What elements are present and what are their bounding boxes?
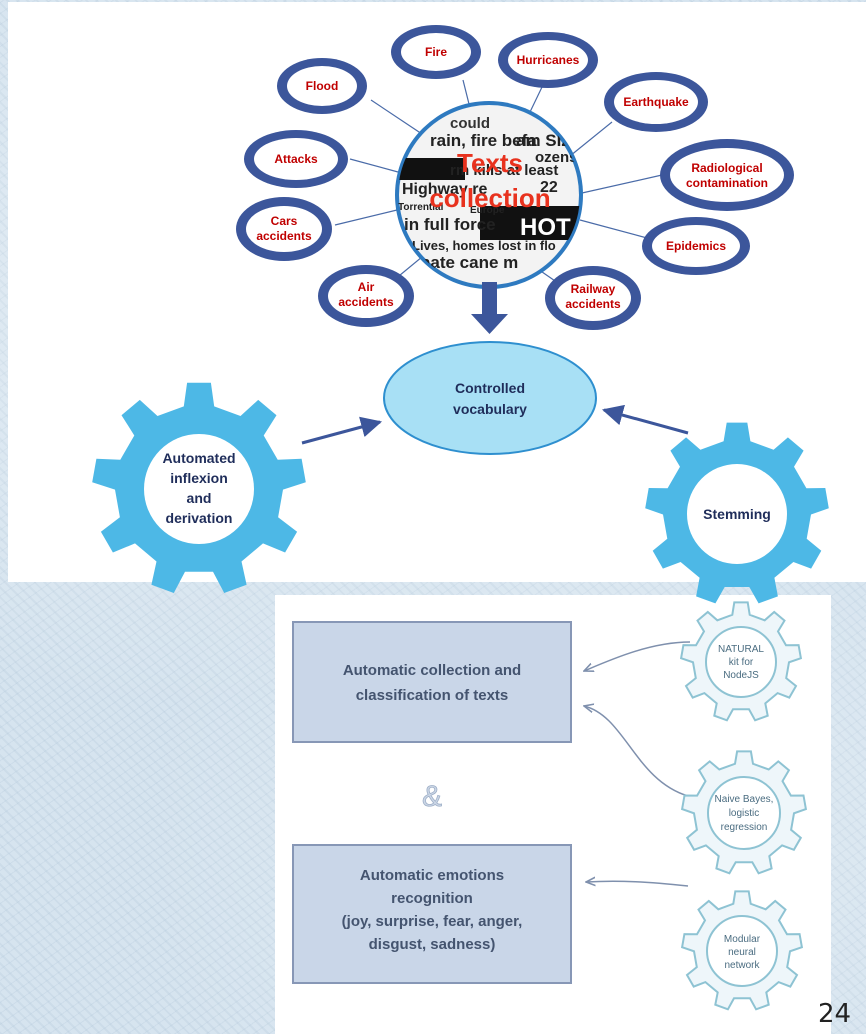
category-label: accidents	[256, 229, 312, 243]
arrow-left-gear-to-vocabulary	[301, 416, 383, 445]
category-label: contamination	[686, 176, 768, 190]
category-label: accidents	[565, 297, 621, 311]
down-arrow	[471, 282, 508, 334]
hub-bg-word: rain, fire befa	[430, 131, 537, 150]
category-attacks: Attacks	[244, 130, 348, 188]
natural-nodejs-gear: NATURAL kit for NodeJS	[679, 601, 803, 722]
hub-bg-word: HOT	[520, 214, 571, 241]
category-label: Air	[358, 280, 375, 294]
hub-bg-word: could	[450, 115, 490, 132]
category-label: Fire	[425, 45, 447, 59]
gear3-label: network	[724, 960, 760, 971]
naive-bayes-gear: Naive Bayes, logistic regression	[680, 750, 808, 875]
category-label: accidents	[338, 295, 394, 309]
gear3-label: neural	[728, 947, 756, 958]
collection-classification-box: Automatic collection and classification …	[292, 621, 572, 743]
controlled-vocabulary-label: vocabulary	[453, 401, 527, 417]
emotions-recognition-box: Automatic emotions recognition (joy, sur…	[292, 844, 572, 984]
category-air-accidents: Air accidents	[318, 265, 414, 327]
arrow-right-gear-to-vocabulary	[601, 404, 689, 435]
arrow-gear3-to-box2	[586, 881, 689, 887]
hub-bg-word: 22	[540, 179, 558, 196]
category-label: Cars	[271, 214, 298, 228]
gear-left-label: and	[187, 490, 212, 506]
category-flood: Flood	[277, 58, 367, 114]
box1-label: classification of texts	[356, 687, 509, 704]
hub-bg-word: Highway re	[402, 181, 487, 198]
newspaper-collage: could rain, fire befa am SIZE rm kills a…	[398, 115, 580, 272]
spoke-lines	[334, 79, 663, 286]
gear-left-label: Automated	[162, 450, 235, 466]
hub-title-line1: Texts	[457, 148, 523, 178]
box1-label: Automatic collection and	[343, 662, 521, 679]
category-railway-accidents: Railway accidents	[545, 266, 641, 330]
category-hurricanes: Hurricanes	[498, 32, 598, 88]
box2-label: Automatic emotions	[360, 867, 504, 884]
category-earthquake: Earthquake	[604, 72, 708, 132]
arrow-gear1-to-box1	[584, 641, 691, 671]
category-label: Flood	[306, 79, 339, 93]
ampersand: &	[422, 780, 442, 813]
category-label: Earthquake	[623, 95, 689, 109]
hub-bg-word: ozens	[535, 149, 578, 166]
category-label: Hurricanes	[517, 53, 580, 67]
category-fire: Fire	[391, 25, 481, 79]
category-label: Attacks	[274, 152, 318, 166]
hub-bg-word: Lives, homes lost in flo	[412, 238, 556, 253]
category-label: Radiological	[691, 161, 762, 175]
box2-label: disgust, sadness)	[369, 936, 496, 953]
hub-bg-word: Europe	[470, 205, 505, 216]
category-radiological: Radiological contamination	[660, 139, 794, 211]
gear1-label: kit for	[729, 657, 754, 668]
gear-left-label: inflexion	[170, 470, 228, 486]
category-cars-accidents: Cars accidents	[236, 197, 332, 261]
category-ellipses: Fire Hurricanes Flood Earthquake Attacks…	[236, 25, 794, 330]
texts-collection-hub: could rain, fire befa am SIZE rm kills a…	[395, 101, 583, 289]
hub-bg-word: Torrential	[398, 202, 444, 213]
page-number: 24	[818, 999, 852, 1029]
gear2-label: logistic	[729, 808, 760, 819]
gear-right-label: Stemming	[703, 506, 771, 522]
gear2-label: regression	[721, 822, 768, 833]
gear3-label: Modular	[724, 934, 761, 945]
box2-label: (joy, surprise, fear, anger,	[342, 913, 523, 930]
hub-bg-word: nate cane m	[420, 253, 518, 272]
box2-label: recognition	[391, 890, 473, 907]
controlled-vocabulary-node: Controlled vocabulary	[383, 341, 597, 455]
gear1-label: NodeJS	[723, 670, 759, 681]
automated-inflexion-gear: Automated inflexion and derivation	[92, 382, 306, 593]
gear1-label: NATURAL	[718, 644, 764, 655]
gear2-label: Naive Bayes,	[715, 794, 774, 805]
gear-left-label: derivation	[166, 510, 233, 526]
hub-title-line2: collection	[429, 183, 550, 213]
category-label: Epidemics	[666, 239, 726, 253]
modular-neural-network-gear: Modular neural network	[680, 890, 804, 1011]
hub-bg-word: in full force	[404, 215, 496, 234]
controlled-vocabulary-label: Controlled	[455, 380, 525, 396]
hub-bg-word: rm kills at least	[450, 162, 558, 179]
arrow-gear2-to-box1	[584, 706, 689, 797]
category-label: Railway	[571, 282, 616, 296]
category-epidemics: Epidemics	[642, 217, 750, 275]
stemming-gear: Stemming	[645, 422, 829, 604]
